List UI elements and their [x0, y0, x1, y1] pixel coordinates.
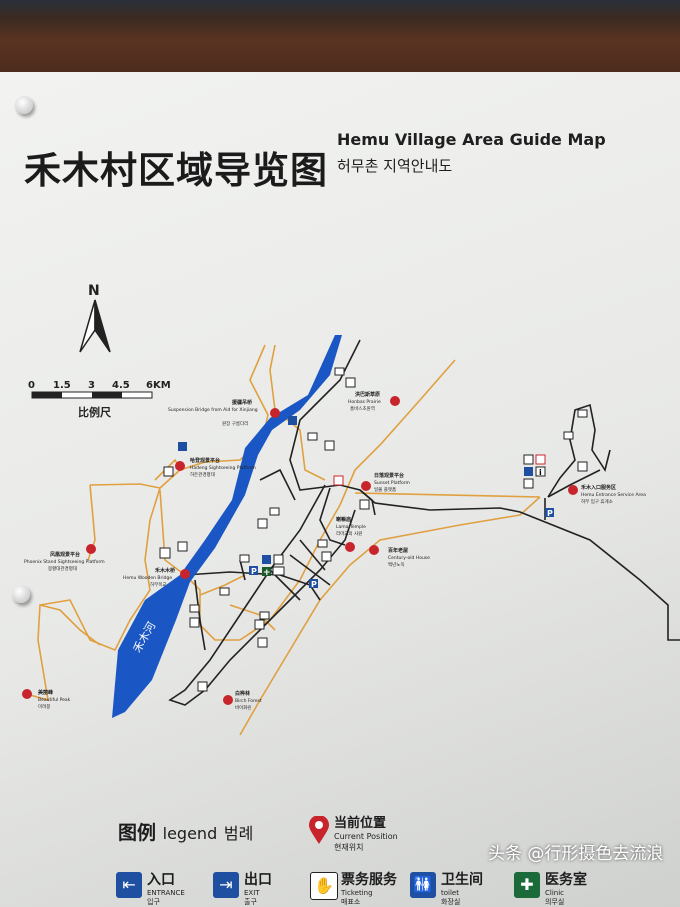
scale-tick: 6KM: [146, 380, 171, 391]
svg-text:봉황대관경평대: 봉황대관경평대: [48, 565, 77, 572]
toilet-icon: [178, 416, 533, 564]
poi-hemu-wooden-bridge[interactable]: 禾木木桥 Hemu Wooden Bridge 허무목교: [123, 567, 190, 588]
ticket-icon: [163, 461, 588, 565]
info-icon: i: [535, 466, 546, 477]
mail-icon: [272, 566, 285, 576]
scale-tick: 4.5: [112, 380, 130, 391]
poi-sunset-platform[interactable]: 日落观景平台 Sunset Platform 일몰 플랫폼: [361, 472, 410, 493]
svg-text:라마교의 사원: 라마교의 사원: [336, 530, 362, 537]
svg-text:禾木入口服务区: 禾木入口服务区: [581, 484, 616, 491]
svg-text:Hemu Entrance Service Area: Hemu Entrance Service Area: [581, 492, 646, 498]
svg-text:哈登观景平台: 哈登观景平台: [190, 457, 220, 464]
svg-text:Hemu Wooden Bridge: Hemu Wooden Bridge: [123, 575, 172, 581]
svg-text:援疆吊桥: 援疆吊桥: [232, 399, 253, 406]
svg-text:허무목교: 허무목교: [150, 581, 167, 588]
map-title-english: Hemu Village Area Guide Map: [337, 130, 606, 149]
first-aid-icon: ✚: [514, 872, 540, 898]
first-aid-icon: +: [262, 567, 271, 578]
legend-title: 图例 legend 범례: [118, 822, 254, 844]
poi-birch-forest[interactable]: 白桦林 Birch Forest 바이화린: [223, 690, 262, 711]
horse-riding-icon: [159, 547, 171, 559]
svg-text:Phoenix Stand Sightseeing Plat: Phoenix Stand Sightseeing Platform: [24, 559, 105, 565]
svg-text:백년노옥: 백년노옥: [388, 561, 405, 568]
svg-text:Century-old House: Century-old House: [388, 555, 430, 561]
scale-tick: 1.5: [53, 380, 71, 391]
svg-text:바이화린: 바이화린: [235, 704, 252, 711]
svg-text:百年老屋: 百年老屋: [388, 547, 408, 554]
map-sign-board: [0, 72, 680, 907]
wooden-frame: [0, 0, 680, 78]
svg-text:홍바스초원역: 홍바스초원역: [350, 405, 375, 412]
poi-beautiful-peak[interactable]: 美丽峰 Beautiful Peak 미려봉: [22, 689, 71, 710]
exit-icon: ⇥: [213, 872, 239, 898]
map-pin-icon: [309, 816, 329, 844]
entrance-icon: ⇤: [116, 872, 142, 898]
poi-honbas-prairie[interactable]: 洪巴斯草原 Honbas Prairie 홍바스초원역: [348, 391, 400, 412]
svg-text:+: +: [263, 568, 271, 578]
svg-text:喇嘛庙: 喇嘛庙: [336, 516, 351, 523]
scale-bar: 0 1.5 3 4.5 6KM 比例尺: [28, 380, 171, 419]
svg-text:Lama Temple: Lama Temple: [336, 524, 366, 530]
svg-text:P: P: [547, 509, 553, 518]
map-title-chinese: 禾木村区域导览图: [24, 149, 328, 192]
hotel-icon: [189, 367, 588, 620]
watermark: 头条 @行形摄色去流浪: [488, 844, 664, 864]
svg-text:i: i: [539, 468, 542, 477]
svg-text:Sunset Platform: Sunset Platform: [374, 480, 410, 486]
poi-hadeng-platform[interactable]: 哈登观景平台 Hadeng Sightseeing Platform 하든관경평…: [175, 457, 256, 478]
poi-lama-temple[interactable]: 喇嘛庙 Lama Temple 라마교의 사원: [336, 516, 366, 552]
svg-text:日落观景平台: 日落观景平台: [374, 472, 404, 479]
poi-entrance-service-area[interactable]: 禾木入口服务区 Hemu Entrance Service Area 허무 입구…: [568, 484, 646, 505]
hemu-river: [112, 335, 342, 718]
north-arrow-icon: N: [79, 283, 111, 353]
poi-suspension-bridge[interactable]: 援疆吊桥 Suspension Bridge from Aid for Xinj…: [168, 399, 280, 427]
mounting-screw: [15, 96, 33, 114]
poi-phoenix-platform[interactable]: 凤凰观景平台 Phoenix Stand Sightseeing Platfor…: [24, 544, 105, 572]
svg-text:Birch Forest: Birch Forest: [235, 698, 262, 704]
svg-text:P: P: [311, 580, 317, 589]
map-title-korean: 허무촌 지역안내도: [337, 157, 453, 175]
mounting-screw: [12, 585, 30, 603]
trails: [29, 344, 541, 736]
toilet-icon: 🚻: [410, 872, 436, 898]
parking-icon: P: [249, 566, 258, 576]
scale-label: 比例尺: [78, 405, 111, 419]
svg-text:凤凰观景平台: 凤凰观景平台: [50, 551, 80, 558]
ticket-icon: ✋: [310, 872, 338, 900]
svg-text:Hadeng Sightseeing Platform: Hadeng Sightseeing Platform: [190, 465, 256, 471]
scale-tick: 3: [88, 380, 95, 391]
svg-text:洪巴斯草原: 洪巴斯草原: [355, 391, 380, 398]
svg-text:허무 입구 휴게소: 허무 입구 휴게소: [581, 498, 613, 505]
svg-text:禾木木桥: 禾木木桥: [155, 567, 176, 574]
restaurant-icon: [189, 377, 534, 630]
svg-text:美丽峰: 美丽峰: [38, 689, 54, 696]
svg-text:하든관경평대: 하든관경평대: [190, 471, 215, 478]
svg-text:Suspension Bridge from Aid for: Suspension Bridge from Aid for Xinjiang: [168, 407, 258, 413]
poi-century-old-house[interactable]: 百年老屋 Century-old House 백년노옥: [369, 545, 430, 568]
scenic-spot-icon: [333, 454, 546, 486]
svg-text:미려봉: 미려봉: [38, 703, 50, 710]
parking-icon: P: [545, 508, 554, 518]
parking-icon: P: [309, 579, 318, 589]
svg-text:Honbas Prairie: Honbas Prairie: [348, 399, 381, 405]
svg-text:원장 구름다리: 원장 구름다리: [222, 420, 248, 427]
svg-text:P: P: [251, 567, 257, 576]
compass-north-label: N: [88, 283, 100, 299]
bus-stop-icon: [197, 478, 534, 692]
svg-text:白桦林: 白桦林: [235, 690, 251, 697]
svg-text:일몰 플랫폼: 일몰 플랫폼: [374, 486, 396, 493]
svg-text:Beautiful Peak: Beautiful Peak: [38, 697, 71, 703]
scale-tick: 0: [28, 380, 35, 391]
